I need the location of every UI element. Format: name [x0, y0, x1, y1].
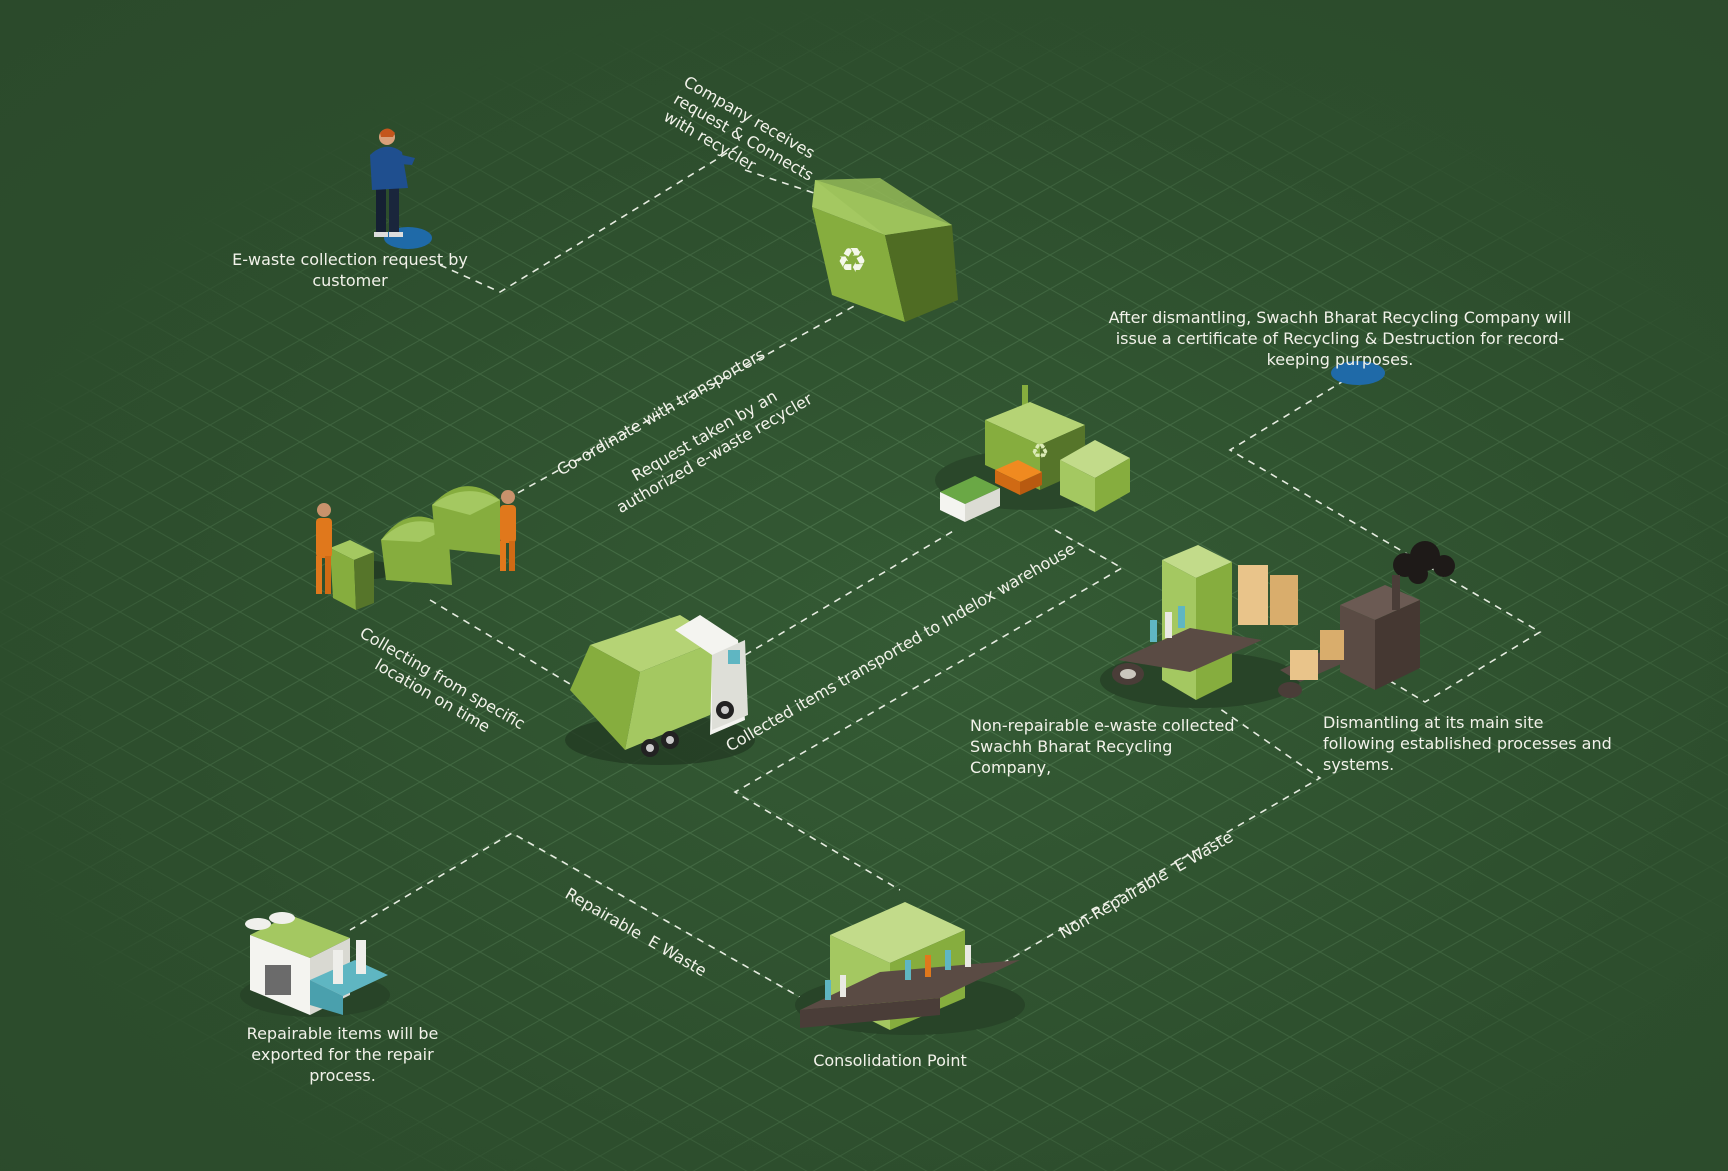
label-repairable-export: Repairable items will be exported for th… — [246, 1024, 439, 1085]
customer-person-icon — [370, 128, 432, 249]
connector-certificate-loop — [1228, 379, 1542, 703]
connector-dismantling-to-consolidation — [1004, 694, 1322, 963]
warehouse-factory-icon: ♻ — [935, 385, 1130, 522]
connector-truck-to-warehouse — [744, 529, 956, 656]
dismantling-conveyor-icon — [1100, 545, 1300, 708]
label-certificate: After dismantling, Swachh Bharat Recycli… — [1108, 308, 1572, 369]
connector-workers-to-truck — [429, 599, 581, 691]
svg-text:♻: ♻ — [837, 241, 867, 281]
svg-text:♻: ♻ — [1031, 439, 1049, 463]
smoking-factory-icon — [1278, 541, 1455, 698]
label-customer-request: E-waste collection request by customer — [232, 250, 468, 290]
recycle-bin-icon: ♻ — [812, 178, 958, 322]
connector-customer-to-company — [439, 144, 741, 293]
garbage-truck-icon — [565, 615, 755, 765]
connector-warehouse-to-dismantling — [733, 529, 1124, 891]
connector-bin-to-workers — [504, 299, 866, 501]
worker-bins-icon — [316, 486, 516, 610]
label-non-repairable-collected: Non-repairable e-waste collected Swachh … — [970, 716, 1235, 777]
repair-factory-icon — [240, 912, 390, 1017]
label-consolidation-point: Consolidation Point — [813, 1051, 967, 1070]
label-dismantling: Dismantling at its main site following e… — [1323, 713, 1612, 774]
certificate-marker-icon — [1331, 361, 1385, 385]
consolidation-conveyor-icon — [795, 902, 1025, 1035]
